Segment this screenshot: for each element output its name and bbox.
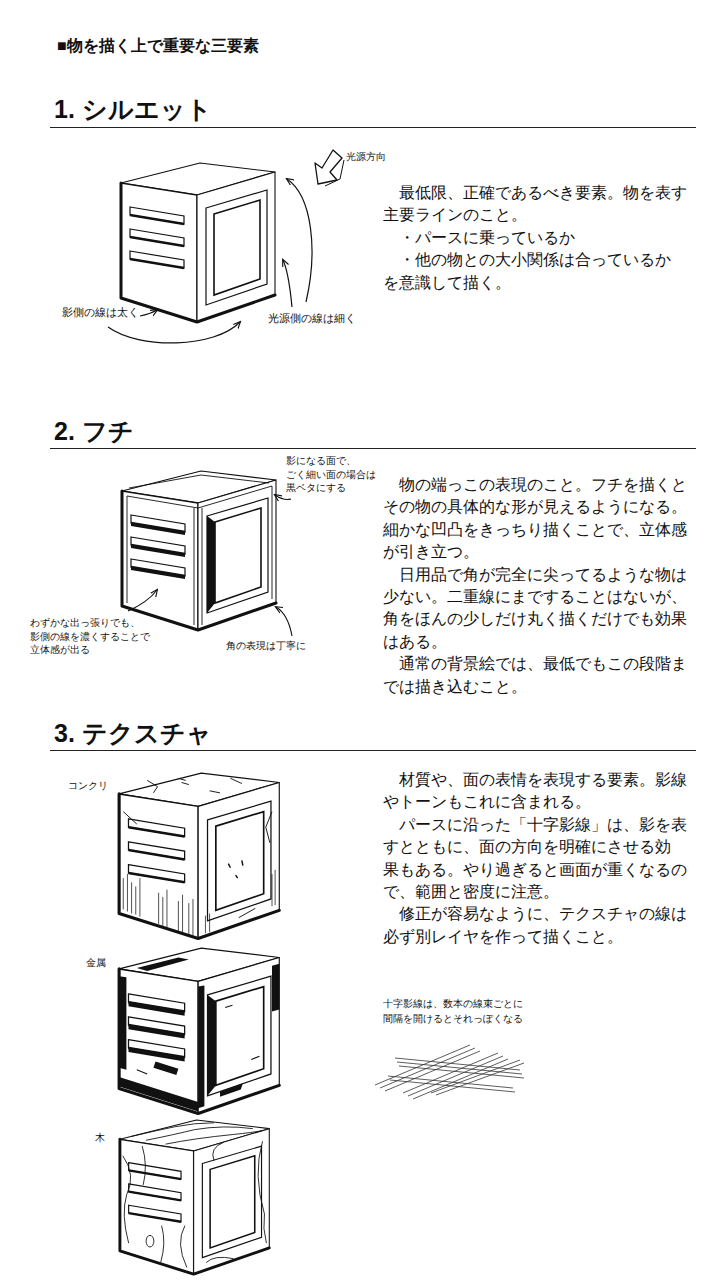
metal-reflection <box>119 957 279 1111</box>
leader-line <box>108 322 240 343</box>
body-text: 日用品で角が完全に尖ってるような物は 少ない。二重線にまですることはないが、 角… <box>383 564 693 654</box>
bullet-item: ・他の物との大小関係は合っているか <box>383 249 693 271</box>
leader-line <box>287 179 312 302</box>
leader-line <box>283 260 292 307</box>
cube-shape <box>119 948 279 1113</box>
cube-shape <box>119 773 279 938</box>
leader-line <box>276 607 292 636</box>
edge-cube <box>122 471 276 630</box>
text-column: 物の端っこの表現のこと。フチを描くと その物の具体的な形が見えるようになる。 細… <box>383 474 693 698</box>
callout-note: 光源側の線は細く <box>268 312 356 326</box>
bevel-line <box>127 475 272 625</box>
material-label: 金属 <box>86 956 106 969</box>
concrete-crack <box>123 778 272 917</box>
light-direction-label: 光源方向 <box>346 150 386 163</box>
text-column: 最低限、正確であるべき要素。物を表す 主要ラインのこと。・パースに乗っているか・… <box>383 182 693 294</box>
bullet-item: ・パースに乗っているか <box>383 227 693 249</box>
solid-black-face <box>207 516 215 613</box>
light-arrow-icon <box>315 150 342 184</box>
body-text: パースに沿った「十字影線」は、影を表 すとともに、面の方向を明確にさせる効 果も… <box>383 814 693 904</box>
body-text: 通常の背景絵では、最低でもこの段階ま では描き込むこと。 <box>383 653 693 698</box>
body-text: 最低限、正確であるべき要素。物を表す 主要ラインのこと。 <box>383 182 693 227</box>
section-underline <box>50 128 696 751</box>
callout-note: わずかな出っ張りでも、 影側の線を濃くすることで 立体感が出る <box>30 616 151 657</box>
cube-shape <box>122 471 276 630</box>
concrete-hatching <box>123 870 275 936</box>
body-text: を意識して描く。 <box>383 272 693 294</box>
callout-note: 影になる面で、 ごく細い面の場合は 黒ベタにする <box>286 454 378 495</box>
cube-shape <box>121 163 275 322</box>
section-heading: 3. テクスチャ <box>54 718 212 748</box>
cube-shape <box>120 1120 269 1274</box>
material-label: 木 <box>95 1131 105 1144</box>
material-label: コンクリ <box>68 779 108 792</box>
concrete-pit <box>228 860 243 878</box>
wood-cube <box>120 1120 269 1274</box>
body-text: 修正が容易なように、テクスチャの線は 必ず別レイヤを作って描くこと。 <box>383 903 693 948</box>
cross-hatch-sample <box>375 1045 524 1099</box>
leader-line <box>128 590 157 611</box>
callout-note: 角の表現は丁寧に <box>226 640 306 653</box>
cross-hatch-sample <box>388 1058 524 1092</box>
text-column: 材質や、面の表情を表現する要素。影線 やトーンもこれに含まれる。パースに沿った「… <box>383 769 693 948</box>
callout-note: 影側の線は太く <box>62 306 139 320</box>
silhouette-cube <box>121 163 275 322</box>
metal-cube <box>119 948 279 1113</box>
wood-grain <box>123 1123 267 1268</box>
page-title: ■物を描く上で重要な三要素 <box>57 36 259 57</box>
body-text: 材質や、面の表情を表現する要素。影線 やトーンもこれに含まれる。 <box>383 769 693 814</box>
section-heading: 2. フチ <box>54 416 134 446</box>
light-arrow-depth <box>325 160 344 186</box>
section-heading: 1. シルエット <box>54 94 212 124</box>
metal-highlight <box>137 1005 260 1074</box>
leader-line <box>140 310 157 316</box>
concrete-cube <box>119 773 279 938</box>
slot-edge <box>131 523 185 579</box>
leader-line <box>275 495 291 500</box>
callout-note: 十字影線は、数本の線束ごとに 間隔を開けるとそれっぽくなる <box>383 997 523 1026</box>
body-text: 物の端っこの表現のこと。フチを描くと その物の具体的な形が見えるようになる。 細… <box>383 474 693 564</box>
